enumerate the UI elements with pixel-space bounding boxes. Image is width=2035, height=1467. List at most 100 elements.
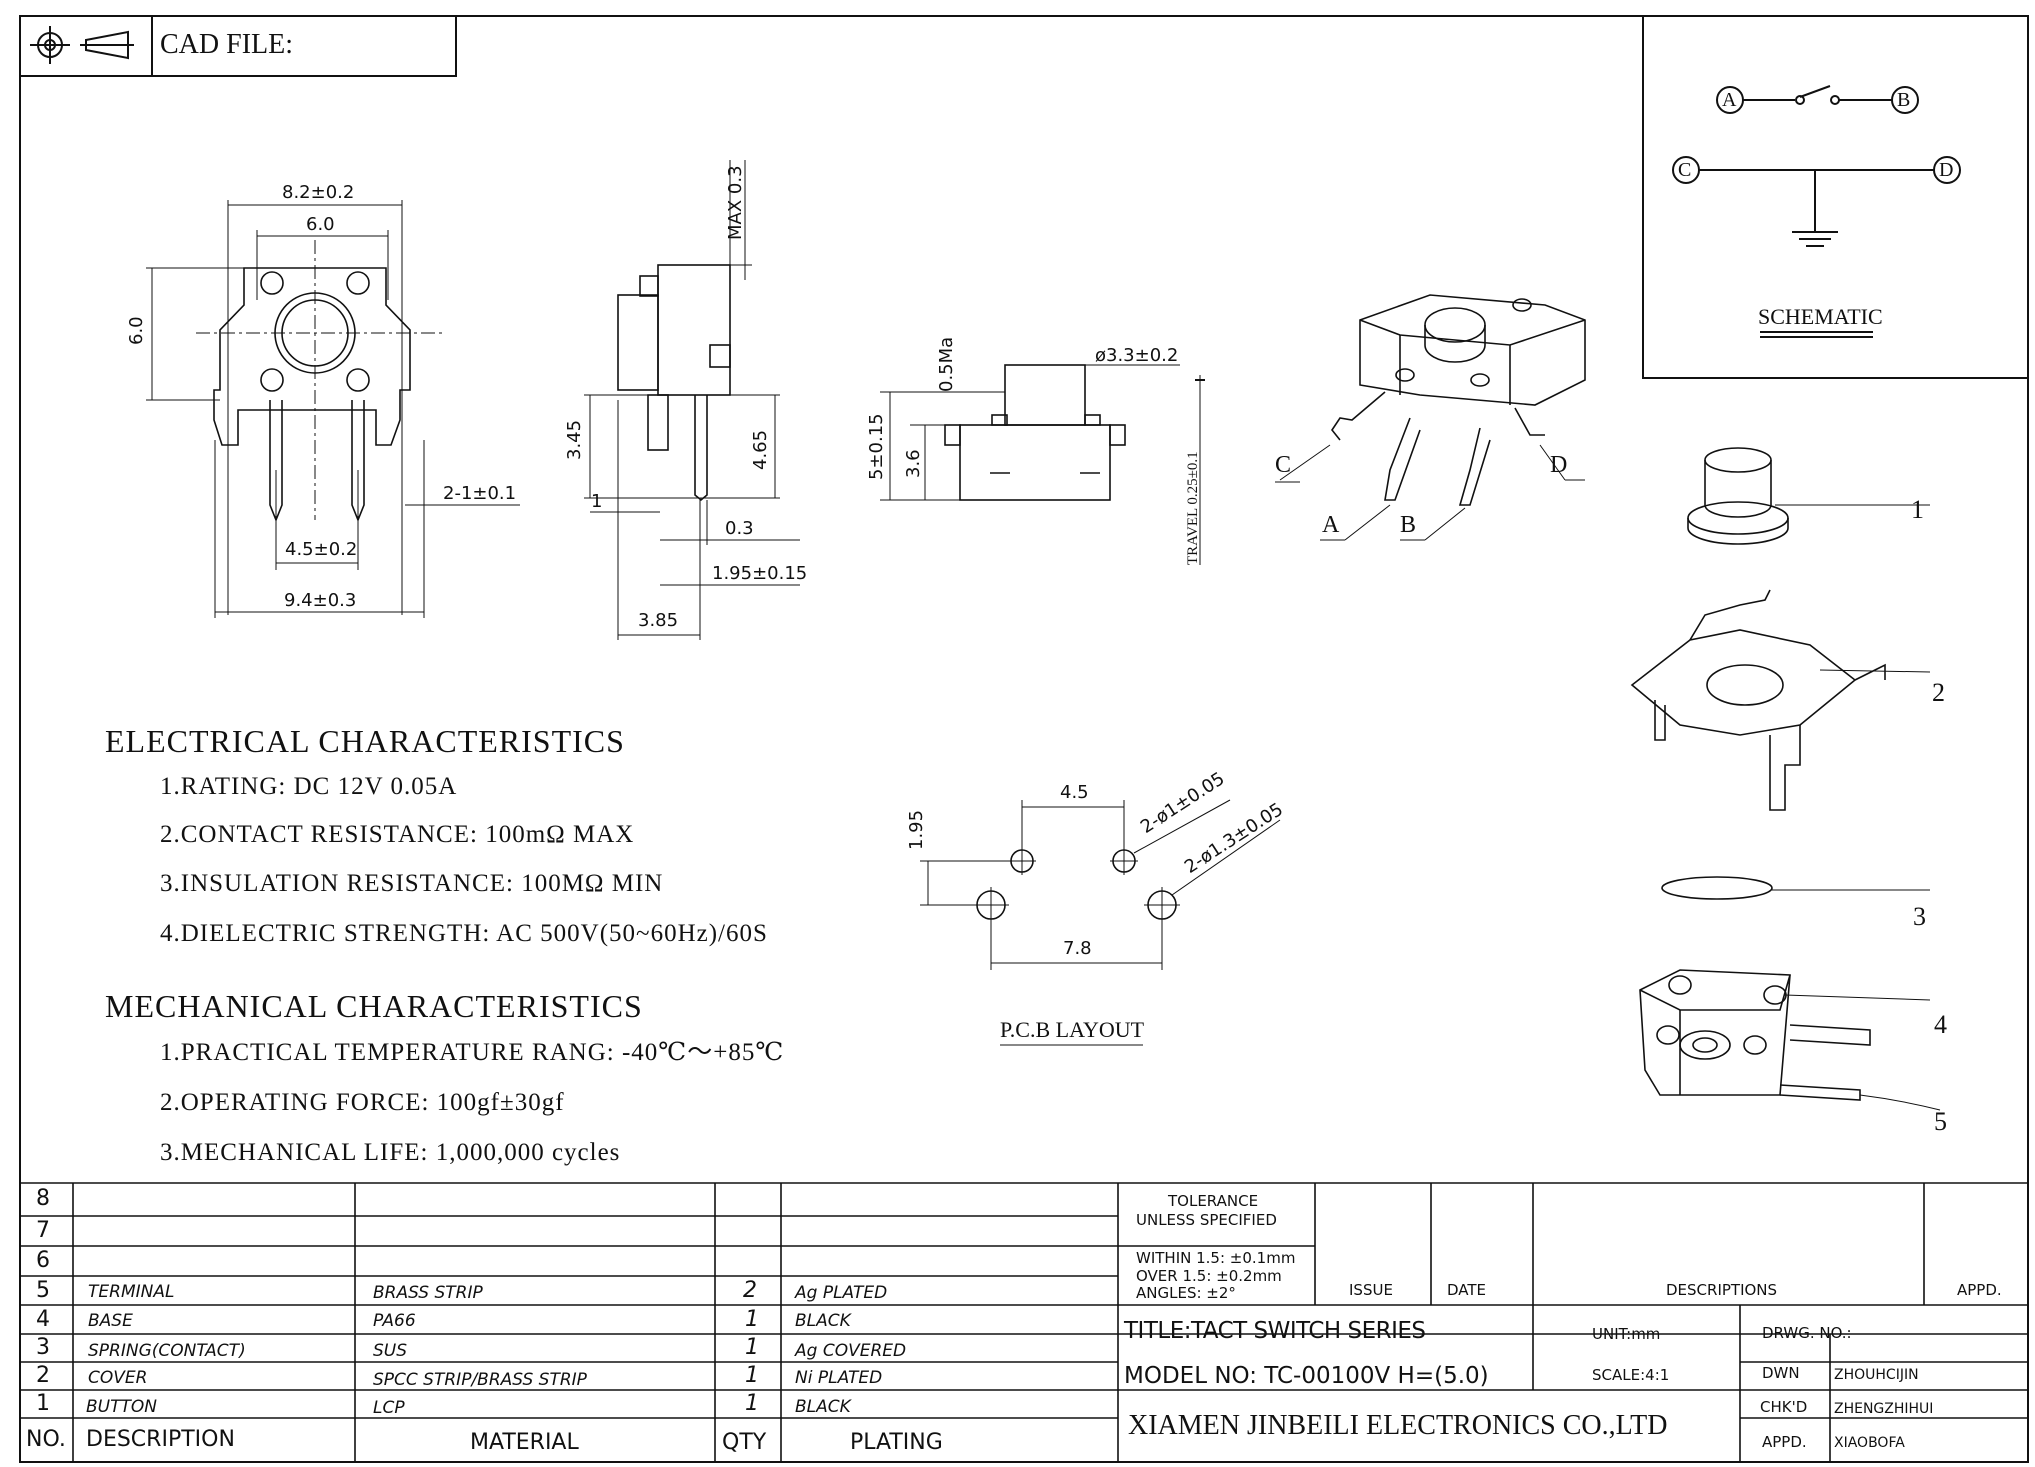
dim-max: MAX 0.3: [725, 165, 746, 240]
dim-overall-width: 9.4±0.3: [284, 590, 357, 611]
bom-material: SPCC STRIP/BRASS STRIP: [373, 1370, 587, 1390]
schematic-box: [1642, 15, 2029, 379]
bom-header-no: NO.: [26, 1427, 66, 1452]
model-number: MODEL NO: TC-00100V H=(5.0): [1124, 1363, 1489, 1389]
appd-label: APPD.: [1762, 1433, 1807, 1451]
isometric-view-drawing: [1275, 294, 1586, 541]
dim-gap: 0.5Ma: [936, 336, 957, 392]
dwn-label: DWN: [1762, 1364, 1800, 1382]
dim-height: 6.0: [126, 316, 147, 345]
iso-label-c: C: [1275, 452, 1292, 478]
electrical-item: 3.INSULATION RESISTANCE: 100MΩ MIN: [160, 870, 664, 897]
bom-qty: 1: [745, 1391, 759, 1416]
bom-material: LCP: [373, 1398, 405, 1418]
electrical-title: ELECTRICAL CHARACTERISTICS: [105, 723, 625, 759]
schematic-pin-d: D: [1939, 159, 1954, 181]
dim-pin-width: 2-1±0.1: [443, 483, 517, 504]
bom-material: BRASS STRIP: [373, 1283, 483, 1303]
iso-label-a: A: [1322, 512, 1340, 538]
dim-body-height: 3.6: [903, 449, 924, 478]
bom-row-number: 1: [36, 1391, 50, 1416]
mechanical-item: 1.PRACTICAL TEMPERATURE RANG: -40℃～+85℃: [160, 1039, 785, 1066]
dim-total-height: 5±0.15: [866, 413, 887, 480]
dim-button-diameter: ø3.3±0.2: [1095, 345, 1179, 366]
bom-row-number: 4: [36, 1307, 50, 1332]
dim-pin-spacing: 4.5±0.2: [285, 539, 358, 560]
pcb-layout-drawing: [920, 799, 1281, 1046]
exploded-parts-drawing: [1630, 447, 1941, 1111]
drawing-number-label: DRWG. NO.:: [1762, 1324, 1852, 1342]
dim-h2: 4.65: [750, 429, 771, 470]
dim-width-inner: 6.0: [306, 214, 335, 235]
dwn-value: ZHOUHCIJIN: [1834, 1367, 1919, 1383]
bom-plating: Ag COVERED: [795, 1341, 907, 1361]
bom-row-number: 8: [36, 1186, 50, 1211]
appd-value: XIAOBOFA: [1834, 1435, 1905, 1451]
side-view-drawing: [584, 160, 800, 640]
bom-plating: Ag PLATED: [795, 1283, 888, 1303]
bom-header-description: DESCRIPTION: [86, 1427, 235, 1452]
bom-header-plating: PLATING: [850, 1430, 943, 1455]
scale: SCALE:4:1: [1592, 1366, 1670, 1384]
company-name: XIAMEN JINBEILI ELECTRONICS CO.,LTD: [1128, 1410, 1668, 1441]
dim-width-outer: 8.2±0.2: [282, 182, 355, 203]
rev-header-issue: ISSUE: [1349, 1281, 1393, 1299]
bom-plating: BLACK: [795, 1311, 851, 1331]
bom-row-number: 6: [36, 1248, 50, 1273]
electrical-item: 2.CONTACT RESISTANCE: 100mΩ MAX: [160, 821, 635, 848]
dim-travel: TRAVEL 0.25±0.1: [1185, 451, 1201, 565]
bom-description: TERMINAL: [88, 1282, 175, 1302]
schematic-label: SCHEMATIC: [1758, 304, 1883, 329]
iso-label-d: D: [1550, 452, 1568, 478]
tolerance-subtitle: UNLESS SPECIFIED: [1136, 1211, 1277, 1229]
chkd-label: CHK'D: [1760, 1398, 1808, 1416]
callout-5: 5: [1934, 1107, 1947, 1136]
dim-t2: 0.3: [725, 518, 754, 539]
bom-header-material: MATERIAL: [470, 1430, 579, 1455]
cad-file-label: CAD FILE:: [160, 29, 293, 60]
tolerance-within: WITHIN 1.5: ±0.1mm: [1136, 1249, 1296, 1267]
bom-qty: 1: [745, 1307, 759, 1332]
rev-header-appd: APPD.: [1957, 1281, 2002, 1299]
callout-3: 3: [1913, 902, 1926, 931]
projection-symbols: [30, 26, 134, 64]
iso-label-b: B: [1400, 512, 1417, 538]
callout-2: 2: [1932, 678, 1945, 707]
bom-qty: 1: [745, 1335, 759, 1360]
pcb-dim-y1: 1.95: [906, 809, 927, 850]
bom-header-qty: QTY: [722, 1430, 767, 1455]
tolerance-title: TOLERANCE: [1168, 1192, 1259, 1210]
bom-plating: Ni PLATED: [795, 1368, 883, 1388]
bom-row-number: 5: [36, 1278, 50, 1303]
pcb-dim-x1: 4.5: [1060, 782, 1089, 803]
bom-description: COVER: [88, 1368, 148, 1388]
dim-depth: 3.85: [638, 610, 679, 631]
front-view-drawing: [146, 200, 520, 618]
rev-header-descriptions: DESCRIPTIONS: [1666, 1281, 1778, 1299]
schematic-pin-a: A: [1722, 89, 1737, 111]
bom-qty: 1: [745, 1363, 759, 1388]
dim-t3: 1.95±0.15: [712, 563, 808, 584]
bom-description: BUTTON: [86, 1397, 157, 1417]
tolerance-over: OVER 1.5: ±0.2mm: [1136, 1267, 1282, 1285]
schematic-pin-c: C: [1678, 159, 1692, 181]
electrical-item: 1.RATING: DC 12V 0.05A: [160, 773, 458, 800]
pcb-dim-x2: 7.8: [1063, 938, 1092, 959]
rev-header-date: DATE: [1447, 1281, 1487, 1299]
bom-row-number: 2: [36, 1363, 50, 1388]
bom-material: SUS: [373, 1341, 408, 1361]
bom-material: PA66: [373, 1311, 416, 1331]
mechanical-title: MECHANICAL CHARACTERISTICS: [105, 988, 643, 1024]
dim-t1: 1: [591, 491, 603, 512]
callout-1: 1: [1911, 495, 1924, 524]
chkd-value: ZHENGZHIHUI: [1834, 1401, 1934, 1417]
pcb-layout-title: P.C.B LAYOUT: [1000, 1017, 1145, 1042]
bom-plating: BLACK: [795, 1397, 851, 1417]
unit: UNIT:mm: [1592, 1325, 1661, 1343]
electrical-item: 4.DIELECTRIC STRENGTH: AC 500V(50~60Hz)/…: [160, 920, 768, 947]
callout-4: 4: [1934, 1010, 1947, 1039]
side-profile-drawing: [880, 364, 1205, 565]
sheet-border: [19, 15, 2029, 1463]
